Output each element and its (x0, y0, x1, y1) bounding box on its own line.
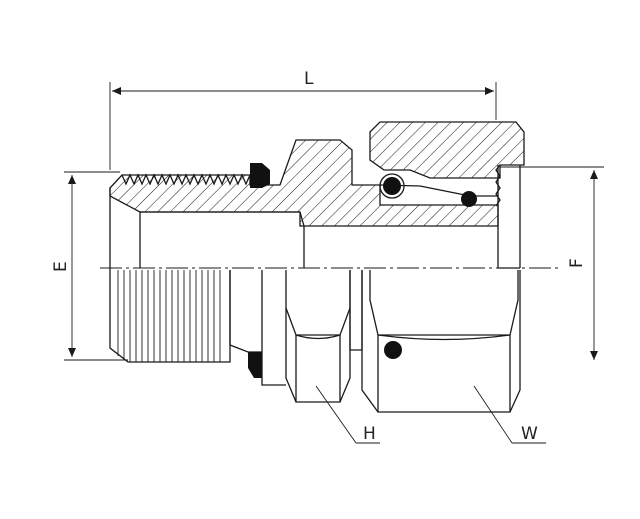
o-ring-upper-1 (383, 177, 401, 195)
leader-H: H (315, 385, 380, 444)
dimension-label-E: E (51, 261, 71, 272)
dimension-label-W: W (521, 424, 538, 444)
bonded-seal (250, 163, 270, 188)
thread-lines (117, 270, 221, 362)
small-hex-H (285, 270, 351, 403)
leader-W: W (473, 385, 546, 444)
bonded-seal-lower (248, 352, 262, 378)
lower-external-view (109, 270, 521, 413)
upper-section-view (109, 121, 525, 270)
dimension-F: F (500, 166, 604, 360)
large-hex-W (361, 270, 521, 413)
dimension-label-H: H (363, 424, 376, 444)
o-ring-lower (384, 341, 402, 359)
dimension-label-F: F (567, 258, 587, 268)
dimension-L: L (109, 69, 497, 170)
o-ring-upper-2 (461, 191, 477, 207)
dimension-label-L: L (304, 69, 314, 89)
dimension-E: E (51, 171, 128, 361)
